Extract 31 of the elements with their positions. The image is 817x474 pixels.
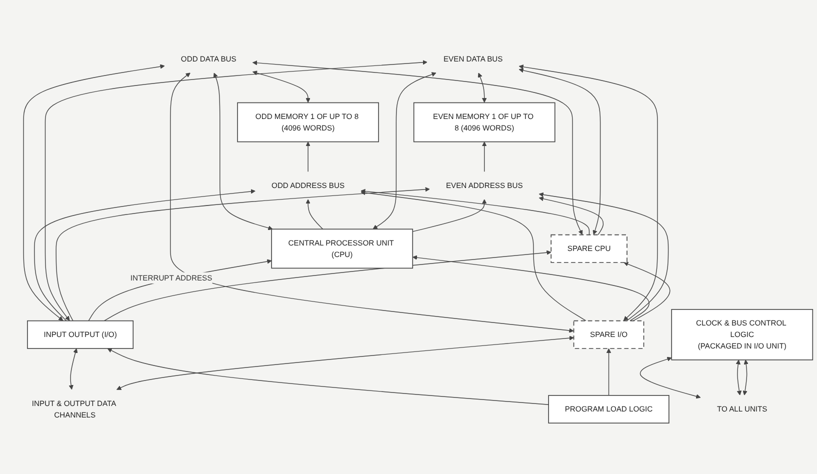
arrow: [213, 72, 273, 230]
arrow: [306, 142, 310, 172]
arrow: [538, 196, 604, 236]
arrow: [306, 199, 324, 230]
arrow: [640, 356, 701, 399]
arrow: [478, 72, 487, 103]
arrow: [252, 70, 310, 103]
arrow: [360, 190, 586, 322]
arrow: [252, 60, 583, 235]
arrow: [372, 72, 436, 230]
arrow: [34, 189, 256, 322]
arrow: [482, 142, 487, 172]
arrow: [518, 68, 601, 235]
arrow: [360, 188, 590, 236]
arrow: [68, 348, 78, 390]
arrow: [88, 259, 272, 322]
arrow: [736, 360, 742, 396]
arrow: [23, 64, 165, 321]
arrow: [742, 360, 748, 396]
arrow: [412, 199, 487, 232]
arrow: [107, 348, 549, 405]
arrow: [56, 187, 430, 322]
arrow: [538, 192, 669, 322]
arrow: [412, 255, 650, 322]
arrow: [170, 72, 574, 333]
arrow: [44, 60, 428, 321]
arrow: [624, 262, 670, 322]
arrow: [518, 64, 658, 321]
arrow: [116, 336, 574, 390]
arrow: [104, 250, 552, 322]
arrow: [606, 348, 612, 396]
